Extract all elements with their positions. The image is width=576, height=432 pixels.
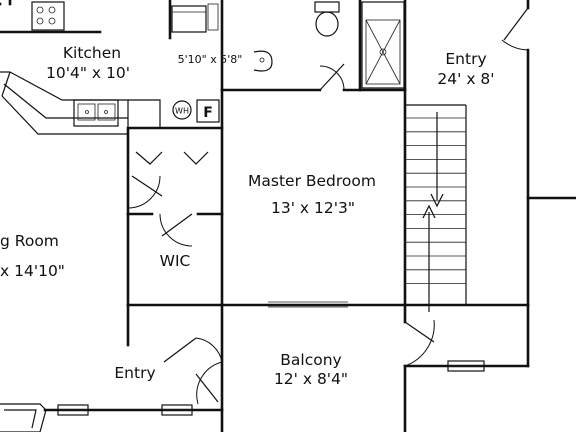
doors: [127, 7, 529, 405]
bath-size: 5'10" x 5'8": [178, 53, 243, 66]
bath-sink-icon: [253, 50, 273, 72]
windows: [57, 360, 485, 416]
kitchen-size: 10'4" x 10': [46, 64, 130, 82]
entry-right-size: 24' x 8': [437, 70, 494, 88]
master-bedroom-size: 13' x 12'3": [271, 199, 355, 217]
furnace-icon: F: [196, 99, 220, 123]
kitchen-name: Kitchen: [63, 44, 121, 62]
wic-name: WIC: [160, 252, 191, 270]
master-bedroom-name: Master Bedroom: [248, 172, 376, 190]
entry-right-name: Entry: [445, 50, 486, 68]
staircase: [405, 104, 467, 312]
stove: [31, 1, 65, 31]
furnace-label: F: [203, 105, 213, 121]
balcony-name: Balcony: [280, 351, 341, 369]
balcony-size: 12' x 8'4": [274, 370, 348, 388]
living-room-name: g Room: [0, 232, 59, 250]
shower-icon: [361, 1, 405, 89]
fireplace: [0, 403, 47, 432]
refrigerator: [171, 3, 219, 33]
toilet-icon: [314, 1, 340, 37]
water-heater-label: WH: [175, 107, 189, 116]
room-labels: Kitchen 10'4" x 10' 5'10" x 5'8" Entry 2…: [0, 44, 495, 388]
living-room-size: x 14'10": [0, 262, 65, 280]
kitchen-sink-icon: [73, 99, 119, 127]
entry-bottom-name: Entry: [114, 364, 155, 382]
water-heater-icon: WH: [172, 100, 192, 120]
